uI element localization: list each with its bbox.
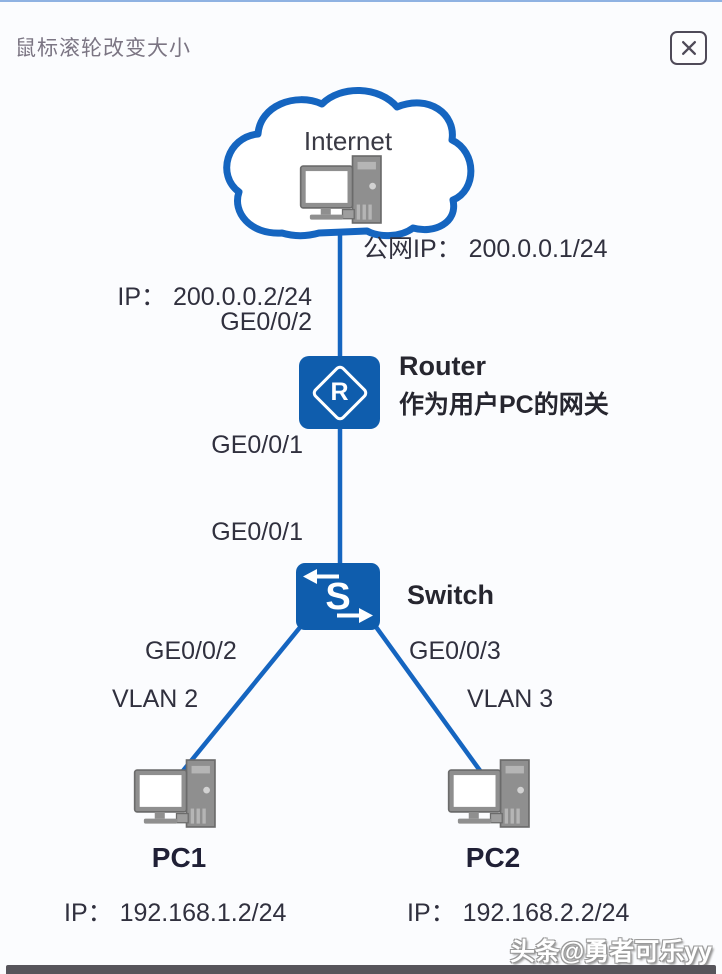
pc1-link-line (180, 618, 308, 774)
vlan3-label: VLAN 3 (467, 685, 554, 713)
pc1-label: PC1 (151, 842, 207, 873)
public-ip-label: 公网IP： 200.0.0.1/24 (363, 235, 608, 263)
router-label: Router (399, 351, 486, 381)
router-letter: R (330, 378, 349, 406)
switch-arrow-left-icon (303, 569, 339, 584)
switch-icon[interactable]: S (296, 563, 380, 630)
pc2-ip-label: IP： 192.168.2.2/24 (407, 899, 630, 927)
switch-port-right-label: GE0/0/3 (409, 637, 501, 665)
switch-label: Switch (407, 580, 495, 610)
pc2-label: PC2 (465, 842, 521, 873)
router-lan-port-label: GE0/0/1 (211, 431, 303, 459)
vlan2-label: VLAN 2 (112, 685, 199, 713)
window-title: 鼠标滚轮改变大小 (15, 37, 191, 60)
router-wan-port-label: GE0/0/2 (220, 308, 312, 336)
bottom-bar (6, 965, 716, 974)
internet-cloud-shape[interactable] (223, 87, 475, 240)
switch-uplink-port-label: GE0/0/1 (211, 518, 303, 546)
switch-port-left-label: GE0/0/2 (145, 637, 237, 665)
pc1-icon[interactable] (133, 758, 225, 834)
pc1-ip-label: IP： 192.168.1.2/24 (64, 899, 287, 927)
switch-arrow-right-icon (337, 608, 373, 623)
pc2-icon[interactable] (447, 758, 539, 834)
internet-server-icon[interactable] (299, 154, 391, 230)
router-icon[interactable]: R (299, 356, 380, 429)
internet-label: Internet (303, 126, 393, 156)
router-note: 作为用户PC的网关 (399, 391, 609, 419)
close-button[interactable] (670, 31, 707, 65)
close-icon (681, 40, 696, 56)
router-wan-ip-label: IP： 200.0.0.2/24 (117, 283, 312, 311)
watermark: 头条@勇者可乐yy (509, 938, 712, 966)
switch-letter: S (325, 576, 351, 618)
pc2-link-line (369, 618, 483, 774)
